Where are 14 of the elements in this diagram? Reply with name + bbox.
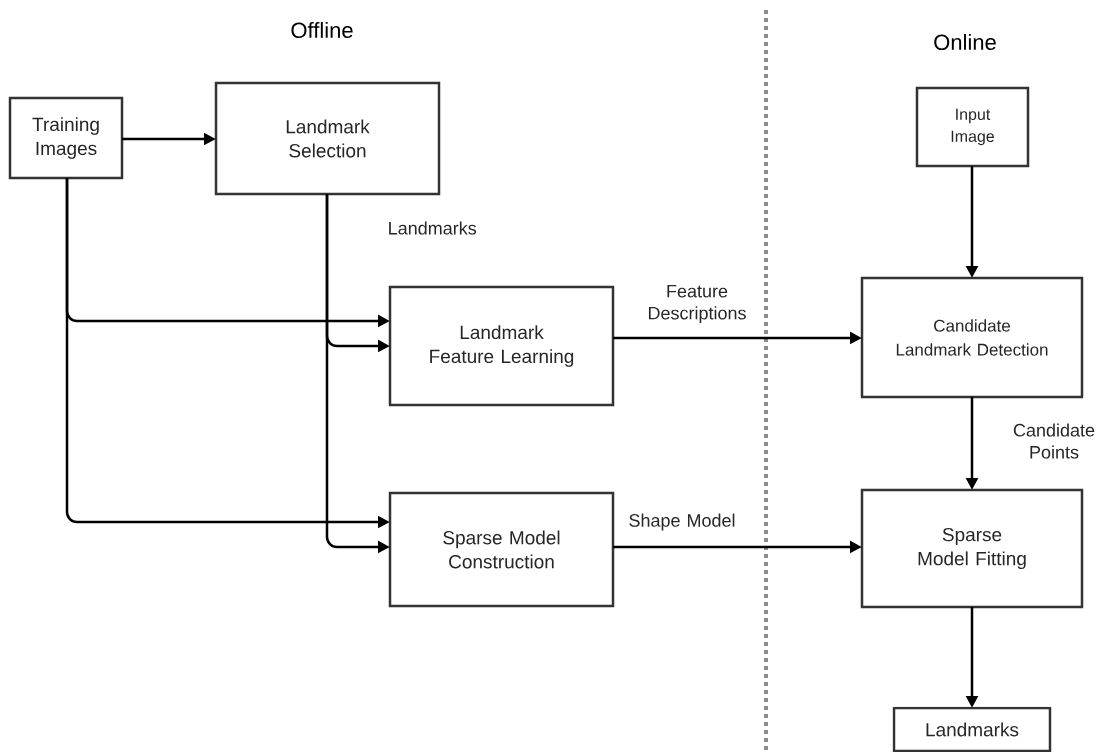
process-box: Landmark Feature Learning [388, 285, 615, 407]
edge-label: Feature Descriptions [648, 284, 746, 324]
edge-label: Candidate Points [1013, 423, 1095, 459]
edge-label: Landmarks [389, 221, 477, 235]
process-box: Sparse Model Construction [388, 491, 615, 608]
process-box: Input Image [915, 86, 1030, 168]
process-box: Sparse Model Fitting [860, 488, 1084, 609]
process-box: Training Images [8, 96, 124, 180]
process-box: Candidate Landmark Detection [860, 276, 1084, 399]
section-heading: Online [934, 33, 996, 51]
section-heading: Offline [291, 21, 353, 39]
process-box: Landmarks [892, 706, 1052, 752]
edge-label: Shape Model [629, 513, 735, 531]
process-box: Landmark Selection [214, 81, 441, 196]
